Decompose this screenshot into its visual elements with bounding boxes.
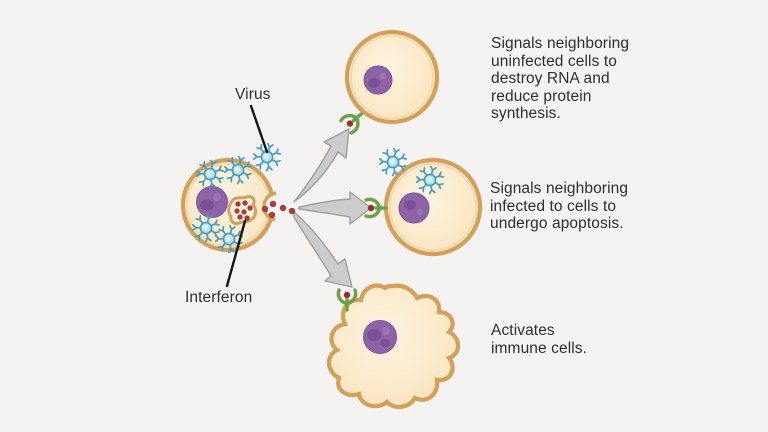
interferon-vesicle xyxy=(227,195,257,225)
nucleus xyxy=(196,186,228,218)
membrane-opening xyxy=(262,191,278,222)
interferon-label: Interferon xyxy=(185,289,253,306)
annotation-uninfected-cells: Signals neighboring uninfected cells to … xyxy=(491,35,630,123)
immune-cell xyxy=(326,283,461,409)
infected-neighbor-cell xyxy=(364,147,483,257)
arrow-to-uninfected-cell xyxy=(293,128,350,203)
annotation-immune-cells: Activates immune cells. xyxy=(491,322,588,357)
virus-label: Virus xyxy=(235,86,271,103)
virus-particle xyxy=(252,142,281,172)
interferon-receptor xyxy=(364,197,388,219)
arrow-to-immune-cell xyxy=(293,211,353,288)
interferon-pointer-line xyxy=(225,219,247,288)
annotation-infected-cells: Signals neighboring infected to cells to… xyxy=(490,180,629,233)
arrow-to-infected-cell xyxy=(298,191,372,225)
nucleus xyxy=(398,192,430,224)
virus-pointer-line xyxy=(249,104,269,154)
nucleus xyxy=(363,65,393,95)
infected-cell xyxy=(180,142,296,254)
uninfected-neighbor-cell xyxy=(338,29,440,136)
nucleus xyxy=(363,320,397,354)
secreted-interferon-dots xyxy=(261,200,296,219)
